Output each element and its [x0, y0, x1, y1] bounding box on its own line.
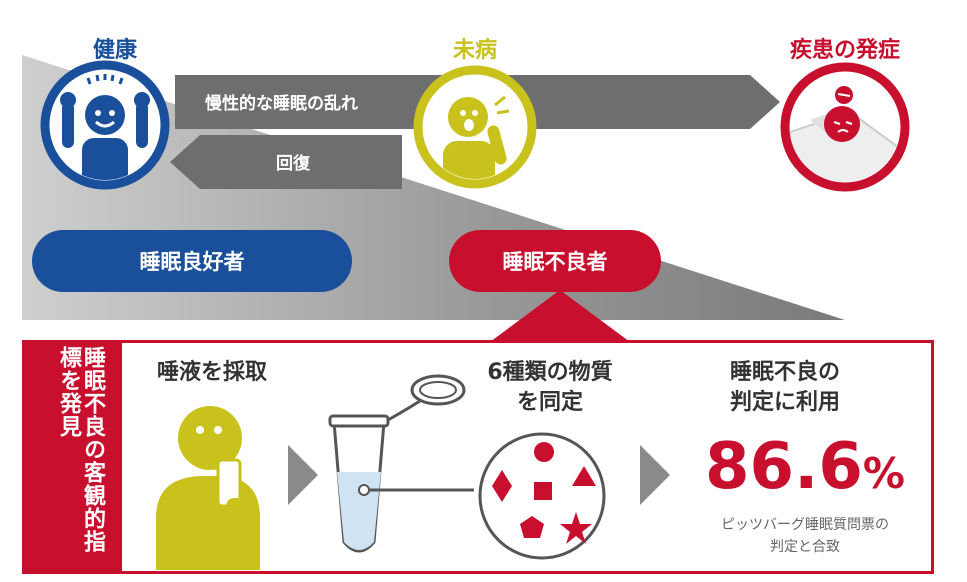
forward-arrow-label: 慢性的な睡眠の乱れ: [205, 94, 358, 114]
poor-sleeper-pill: 睡眠不良者: [449, 230, 661, 292]
step-arrow-1: [288, 445, 318, 505]
step3-title-line2: 判定に利用: [729, 390, 840, 415]
step2-title: 6種類の物質 を同定: [470, 358, 630, 418]
healthy-person-icon: [40, 60, 170, 190]
step1-title: 唾液を採取: [156, 360, 267, 385]
step-arrow-2: [640, 445, 670, 505]
good-sleeper-pill: 睡眠良好者: [32, 230, 352, 292]
back-arrow: [170, 135, 402, 189]
stage-label-healthy: 健康: [92, 38, 137, 63]
molecules-circle: [478, 432, 606, 560]
stage-label-pre-disease: 未病: [452, 38, 497, 63]
accuracy-percent-sign: %: [862, 449, 905, 498]
sick-person-icon: [413, 65, 537, 189]
square-molecule-icon: [534, 482, 552, 500]
stage-label-onset: 疾患の発症: [789, 38, 900, 63]
accuracy-note: ピッツバーグ睡眠質問票の 判定と合致: [680, 514, 930, 558]
saliva-person-icon: [156, 406, 260, 570]
star-molecule-icon: [560, 512, 592, 544]
step3-title: 睡眠不良の 判定に利用: [705, 358, 865, 418]
findings-vertical-title: 睡眠不良の客観的指標を発見: [56, 346, 105, 553]
accuracy-percentage: 86.6%: [690, 430, 920, 504]
triangle-molecule-icon: [572, 466, 596, 486]
pointer-triangle: [490, 290, 630, 342]
circle-molecule-icon: [534, 442, 554, 462]
step3-title-line1: 睡眠不良の: [729, 360, 840, 385]
step2-title-line2: を同定: [516, 390, 583, 415]
sample-tube-icon: [328, 374, 474, 553]
accuracy-value: 86.6: [705, 430, 863, 504]
findings-sidebar: [22, 340, 122, 574]
diamond-molecule-icon: [492, 470, 512, 502]
bedridden-person-icon: [780, 62, 910, 192]
pentagon-molecule-icon: [520, 516, 544, 538]
step2-title-line1: 6種類の物質: [487, 360, 613, 385]
accuracy-note-line1: ピッツバーグ睡眠質問票の: [721, 517, 889, 533]
back-arrow-label: 回復: [276, 154, 310, 174]
accuracy-note-line2: 判定と合致: [770, 539, 840, 555]
